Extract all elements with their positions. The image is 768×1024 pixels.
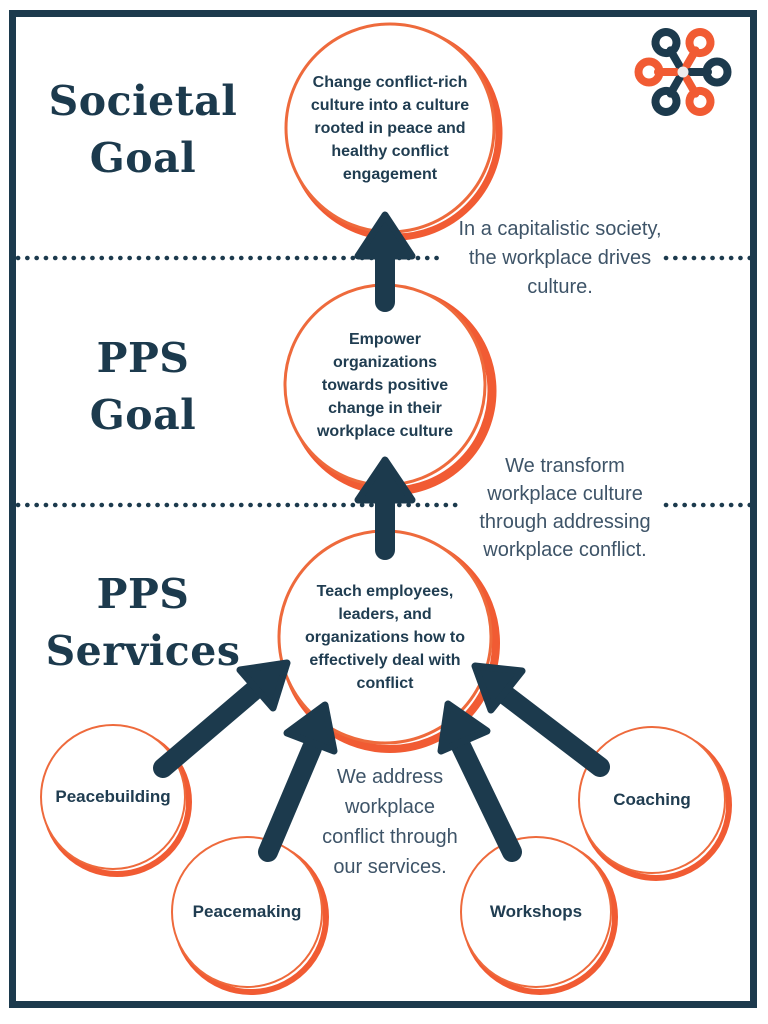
- arrow-peacebuilding-icon: [153, 659, 291, 778]
- annotation-address-conflict: We address workplace conflict through ou…: [285, 762, 495, 882]
- row-label-pps-services: PPS Services: [13, 566, 273, 680]
- peacemaking-circle: [171, 836, 329, 995]
- service-label-peacemaking: Peacemaking: [192, 902, 302, 921]
- annotation-line: In a capitalistic society,: [458, 218, 662, 240]
- logo-petal: [651, 28, 684, 70]
- workshops-circle: [460, 836, 618, 995]
- service-label-workshops: Workshops: [489, 902, 583, 921]
- row-label-pps-goal: PPS Goal: [13, 330, 273, 444]
- annotation-line: conflict through: [322, 826, 458, 848]
- annotation-transform-culture: We transform workplace culture through a…: [440, 452, 690, 564]
- logo-petal: [686, 57, 732, 87]
- arrow-pps-services-to-pps-goal-icon: [354, 456, 416, 560]
- row-label-line: Societal: [48, 77, 238, 125]
- service-label-coaching: Coaching: [613, 790, 691, 809]
- logo-petal: [634, 57, 680, 87]
- row-label-line: PPS: [96, 334, 190, 382]
- row-label-line: Goal: [89, 134, 197, 182]
- row-label-line: Services: [45, 627, 241, 675]
- annotation-line: We address: [336, 766, 444, 788]
- pps-goal-circle-text: Empower organizations towards positive c…: [316, 330, 454, 440]
- coaching-circle: [578, 726, 732, 881]
- annotation-line: workplace conflict.: [483, 539, 647, 561]
- peacebuilding-circle: [40, 724, 192, 877]
- arrow-pps-goal-to-societal-goal-icon: [354, 211, 416, 312]
- arrow-workshops-icon: [437, 700, 522, 862]
- annotation-line: the workplace drives: [468, 247, 652, 269]
- row-label-societal-goal: Societal Goal: [13, 73, 273, 187]
- annotation-line: culture.: [527, 276, 593, 298]
- pps-pinwheel-logo-icon: [634, 28, 732, 116]
- row-label-line: Goal: [89, 391, 197, 439]
- arrow-coaching-icon: [471, 662, 610, 777]
- annotation-line: workplace: [344, 796, 436, 818]
- pps-services-circle-text: Teach employees, leaders, and organizati…: [305, 582, 465, 692]
- annotation-line: workplace culture: [487, 483, 643, 505]
- arrow-peacemaking-icon: [258, 701, 338, 862]
- societal-goal-circle-text: Change conflict-rich culture into a cult…: [310, 73, 470, 183]
- logo-petal: [651, 74, 684, 116]
- annotation-line: We transform: [505, 455, 625, 477]
- annotation-line: our services.: [333, 856, 447, 878]
- service-label-peacebuilding: Peacebuilding: [55, 787, 171, 806]
- annotation-capitalistic-society: In a capitalistic society, the workplace…: [425, 215, 695, 302]
- logo-petal: [682, 74, 715, 116]
- annotation-line: through addressing: [479, 511, 651, 533]
- row-label-line: PPS: [96, 570, 190, 618]
- logo-petal: [682, 28, 715, 70]
- logo-center-dot: [677, 66, 689, 78]
